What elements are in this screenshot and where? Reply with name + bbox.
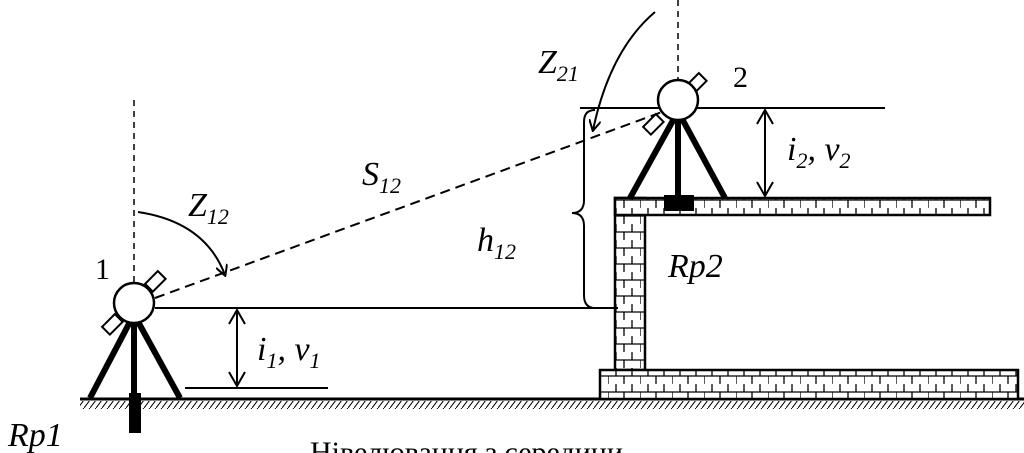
building bbox=[598, 196, 1020, 401]
sight-line-s12 bbox=[154, 111, 663, 299]
instrument-height-2-label: i2, v2 bbox=[787, 131, 851, 173]
ground bbox=[80, 397, 1024, 409]
building-roof-slab bbox=[613, 196, 992, 217]
instrument-1 bbox=[87, 269, 183, 400]
telescope-1 bbox=[112, 281, 156, 325]
zenith-angle-z12-label: Z12 bbox=[188, 187, 229, 229]
height-arrow-i2 bbox=[756, 107, 774, 199]
slant-distance-s12-label: S12 bbox=[362, 156, 401, 198]
instrument-height-1-label: i1, v1 bbox=[257, 331, 321, 373]
zenith-angle-z21-label: Z21 bbox=[538, 44, 579, 86]
height-difference-h12-label: h12 bbox=[477, 222, 516, 264]
benchmark-rp1 bbox=[129, 393, 141, 433]
benchmark-rp1-label: Rp1 bbox=[7, 417, 63, 453]
zenith-arc-z21 bbox=[593, 11, 656, 130]
height-brace-h12 bbox=[571, 109, 596, 309]
caption: Нівелювання з середини bbox=[310, 436, 623, 453]
station-1-label: 1 bbox=[95, 253, 110, 286]
benchmark-rp2 bbox=[664, 195, 694, 211]
zenith-arc-z12 bbox=[137, 211, 225, 275]
height-arrow-i1 bbox=[228, 307, 246, 389]
benchmark-rp2-label: Rp2 bbox=[667, 248, 723, 285]
station-2-label: 2 bbox=[733, 61, 748, 94]
building-floor-slab bbox=[598, 368, 1020, 401]
telescope-2 bbox=[656, 78, 700, 122]
building-wall bbox=[613, 196, 647, 372]
instrument-2 bbox=[627, 71, 728, 200]
